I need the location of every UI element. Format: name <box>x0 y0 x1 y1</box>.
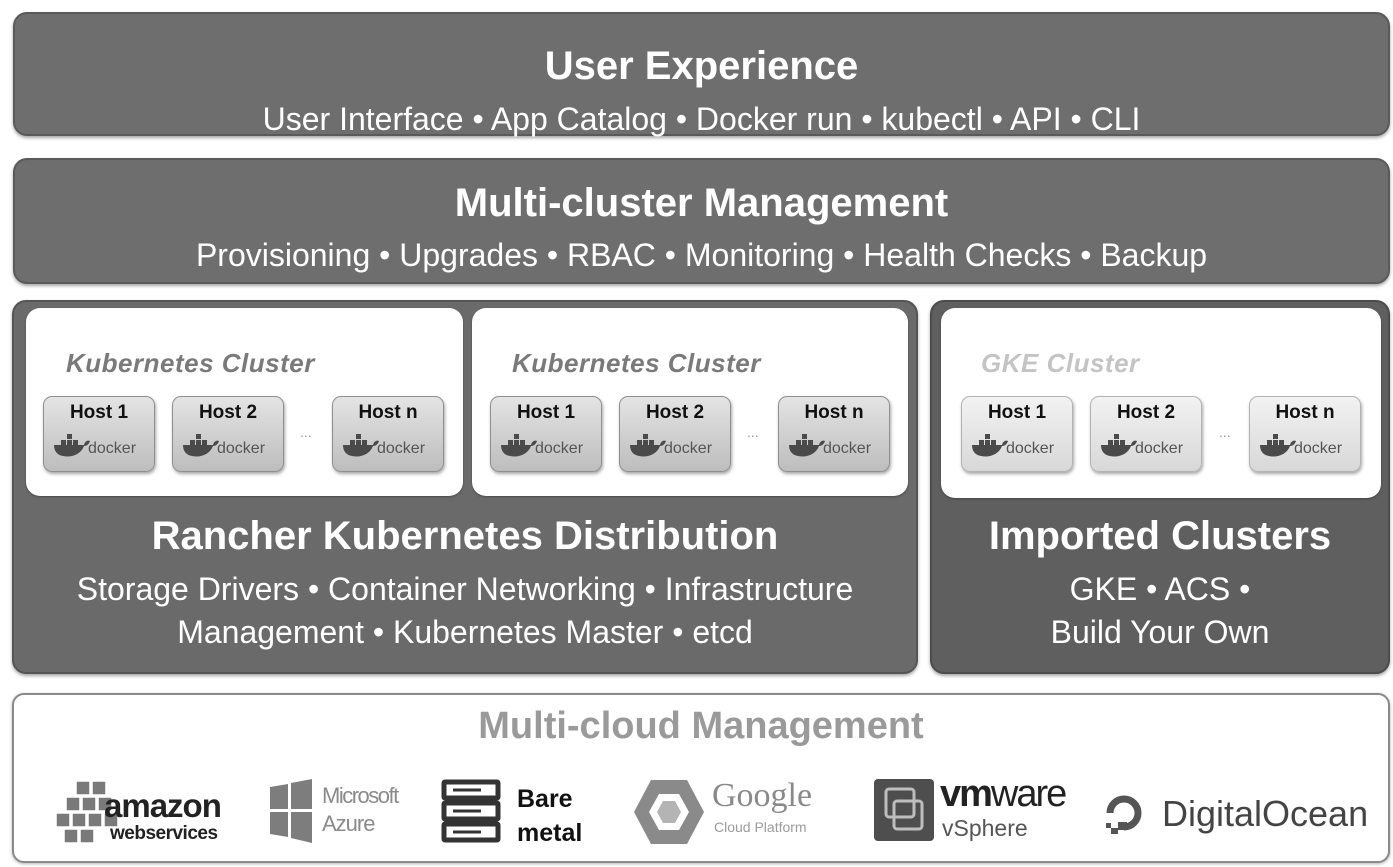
vmware-wordmark: vmware <box>940 773 1067 816</box>
cluster-name: GKE Cluster <box>981 348 1140 378</box>
host-card: Host 1 docker <box>961 396 1073 472</box>
docker-logo-icon: docker <box>343 434 426 457</box>
user-experience-layer: User Experience User Interface • App Cat… <box>13 12 1390 137</box>
aws-subtext: webservices <box>110 823 218 844</box>
host-card: Host 1 docker <box>490 396 602 472</box>
azure-line-1: Microsoft <box>322 783 399 808</box>
imported-clusters-layer: GKE Cluster Host 1 docker Host 2 docker … <box>930 300 1390 674</box>
ellipsis: ... <box>747 424 759 440</box>
docker-logo-icon: docker <box>1260 434 1343 457</box>
docker-logo-icon: docker <box>501 434 584 457</box>
docker-wordmark: docker <box>217 440 266 457</box>
bare-metal-line-1: Bare <box>517 785 573 813</box>
vsphere-icon <box>874 779 934 841</box>
cluster-name: Kubernetes Cluster <box>512 348 761 378</box>
docker-wordmark: docker <box>535 440 584 457</box>
docker-logo-icon: docker <box>1101 434 1184 457</box>
vmware-ware-text: ware <box>990 773 1067 815</box>
multi-cluster-management-layer: Multi-cluster Management Provisioning • … <box>13 158 1390 284</box>
gke-cluster: GKE Cluster Host 1 docker Host 2 docker … <box>941 308 1381 498</box>
host-card: Host n docker <box>332 396 444 472</box>
imported-line-2: Build Your Own <box>1050 614 1270 650</box>
multi-cloud-management-layer: Multi-cloud Management amazon webservice… <box>12 693 1390 863</box>
imported-clusters-description: GKE • ACS • Build Your Own <box>932 568 1388 654</box>
bare-metal-logo: Bare metal <box>441 777 601 851</box>
user-experience-items: User Interface • App Catalog • Docker ru… <box>262 101 1141 137</box>
vmware-vsphere-logo: vmware vSphere <box>874 773 1084 849</box>
digitalocean-icon <box>1106 795 1142 834</box>
host-card: Host n docker <box>778 396 890 472</box>
docker-wordmark: docker <box>1294 440 1343 457</box>
digitalocean-wordmark: DigitalOcean <box>1162 793 1369 834</box>
rke-description: Storage Drivers • Container Networking •… <box>14 568 916 654</box>
aws-cubes-icon <box>55 780 119 844</box>
host-card: Host 2 docker <box>1090 396 1202 472</box>
azure-line-2: Azure <box>322 811 375 836</box>
kubernetes-cluster-2: Kubernetes Cluster Host 1 docker Host 2 … <box>472 308 908 496</box>
docker-wordmark: docker <box>823 440 872 457</box>
imported-line-1: GKE • ACS • <box>1069 571 1251 607</box>
ellipsis: ... <box>1219 424 1231 440</box>
docker-wordmark: docker <box>88 440 137 457</box>
host-card: Host 2 docker <box>172 396 284 472</box>
host-name: Host 2 <box>198 402 258 423</box>
digitalocean-logo: DigitalOcean <box>1102 787 1377 841</box>
host-name: Host 1 <box>987 402 1047 423</box>
imported-clusters-title: Imported Clusters <box>988 514 1332 558</box>
host-card: Host 2 docker <box>619 396 731 472</box>
docker-wordmark: docker <box>1135 440 1184 457</box>
rancher-kubernetes-distribution-layer: Kubernetes Cluster Host 1 docker Host 2 … <box>12 300 918 674</box>
rke-description-line-1: Storage Drivers • Container Networking •… <box>76 571 854 607</box>
cluster-name: Kubernetes Cluster <box>66 348 315 378</box>
docker-logo-icon: docker <box>54 434 137 457</box>
rke-title: Rancher Kubernetes Distribution <box>151 514 779 558</box>
docker-logo-icon: docker <box>972 434 1055 457</box>
docker-logo-icon: docker <box>183 434 266 457</box>
bare-metal-line-2: metal <box>517 819 583 847</box>
google-cloud-platform-logo: Google Cloud Platform <box>632 775 842 851</box>
host-name: Host 2 <box>645 402 705 423</box>
google-cloud-subtext: Cloud Platform <box>714 819 807 835</box>
kubernetes-cluster-1: Kubernetes Cluster Host 1 docker Host 2 … <box>26 308 463 496</box>
multi-cluster-items: Provisioning • Upgrades • RBAC • Monitor… <box>195 237 1208 273</box>
docker-wordmark: docker <box>377 440 426 457</box>
host-card: Host n docker <box>1249 396 1361 472</box>
host-name: Host n <box>1275 402 1335 423</box>
docker-logo-icon: docker <box>789 434 872 457</box>
microsoft-azure-logo: Microsoft Azure <box>268 777 408 847</box>
user-experience-title: User Experience <box>544 44 859 88</box>
google-wordmark: Google <box>712 777 813 814</box>
server-rack-icon <box>441 779 501 843</box>
multi-cluster-title: Multi-cluster Management <box>454 181 949 225</box>
amazon-wordmark: amazon <box>104 787 222 824</box>
docker-wordmark: docker <box>664 440 713 457</box>
host-name: Host 1 <box>516 402 576 423</box>
rke-description-line-2: Management • Kubernetes Master • etcd <box>177 614 753 650</box>
gcp-hexagon-icon <box>634 780 704 844</box>
host-name: Host n <box>804 402 864 423</box>
docker-logo-icon: docker <box>630 434 713 457</box>
host-name: Host 1 <box>69 402 129 423</box>
docker-wordmark: docker <box>1006 440 1055 457</box>
host-name: Host n <box>358 402 418 423</box>
host-name: Host 2 <box>1116 402 1176 423</box>
windows-flag-icon <box>270 779 312 843</box>
ellipsis: ... <box>300 424 312 440</box>
vsphere-subtext: vSphere <box>942 815 1028 841</box>
amazon-web-services-logo: amazon webservices <box>52 779 237 849</box>
vmware-vm-text: vm <box>940 773 993 815</box>
host-card: Host 1 docker <box>43 396 155 472</box>
multi-cloud-title: Multi-cloud Management <box>478 705 924 747</box>
